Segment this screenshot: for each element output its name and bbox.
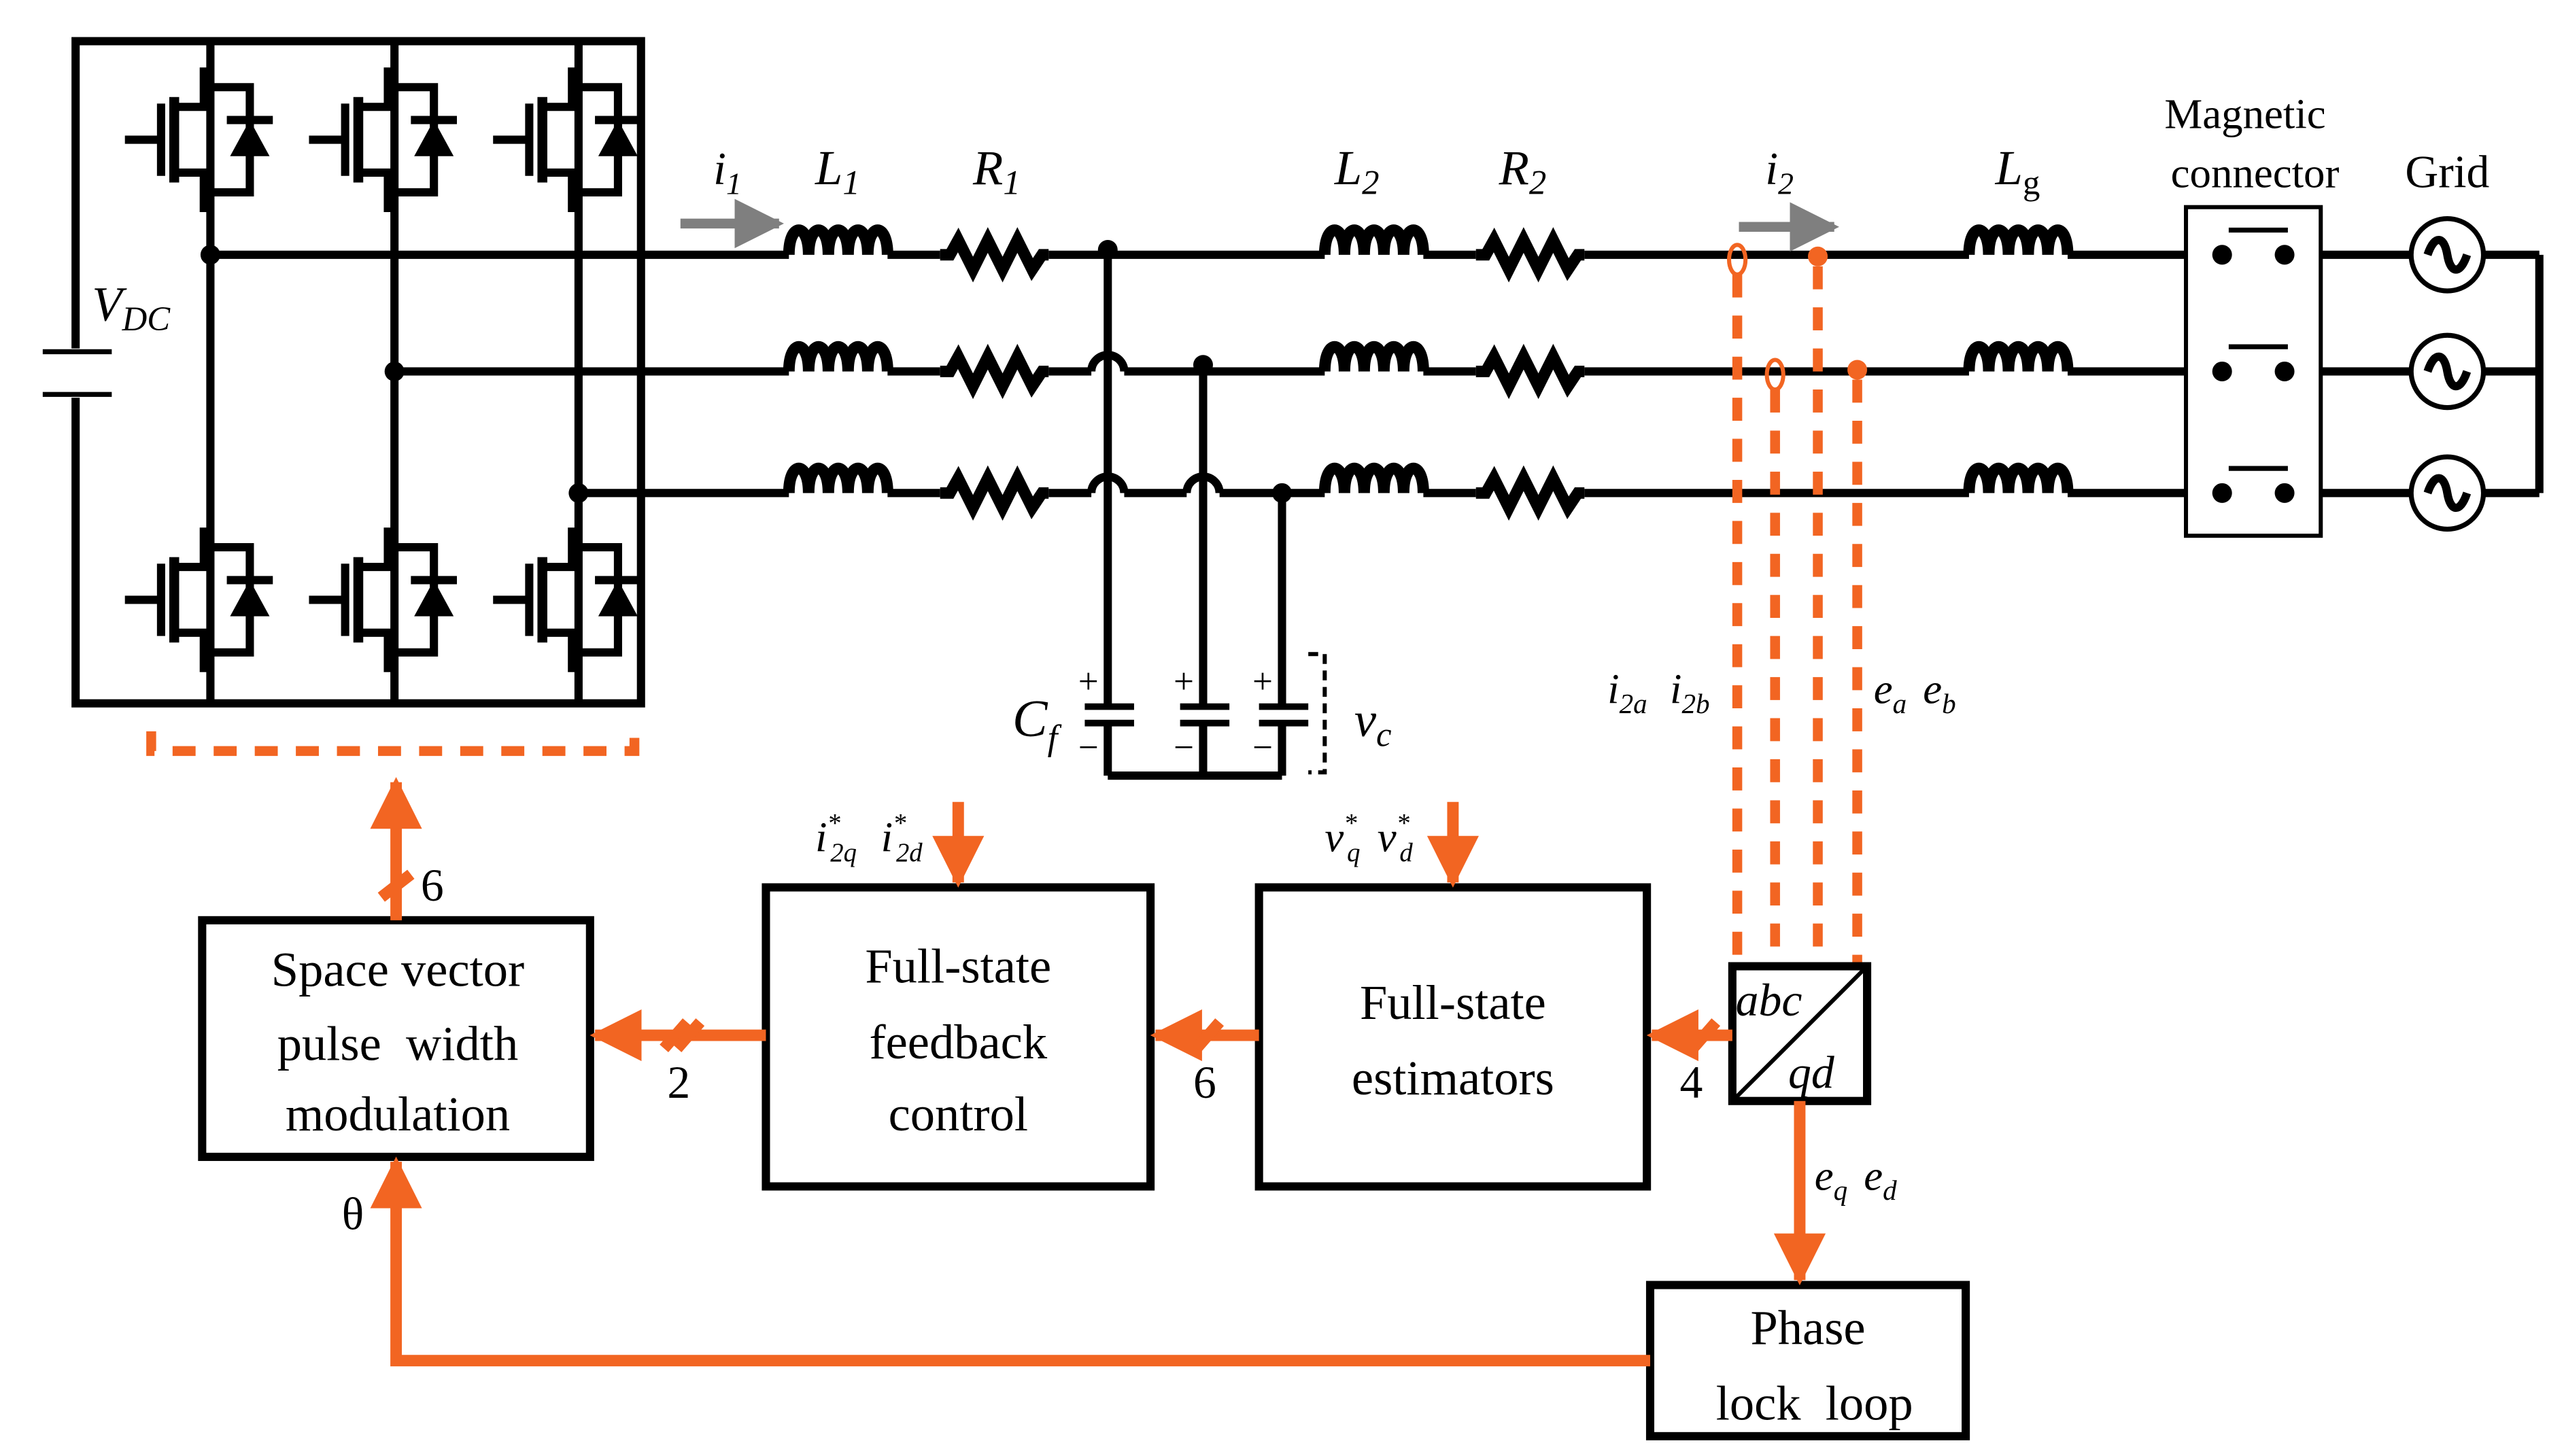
estimators-label-1: Full-state bbox=[1360, 975, 1546, 1030]
fsfc-bus-width: 6 bbox=[1193, 1057, 1216, 1108]
eq-label: eq bbox=[1815, 1151, 1847, 1206]
magnetic-connector bbox=[2183, 205, 2323, 538]
fsfc-label-3: control bbox=[889, 1086, 1028, 1141]
dc-link-capacitor bbox=[36, 348, 119, 398]
svpwm-label-3: modulation bbox=[286, 1086, 510, 1141]
i2q-ref-label: i*2q bbox=[815, 809, 857, 867]
gate-bus-width: 6 bbox=[421, 860, 444, 911]
cap-minus-2: − bbox=[1174, 727, 1194, 767]
magnetic-connector-label-2: connector bbox=[2171, 150, 2340, 197]
pll-label-2: lock loop bbox=[1716, 1376, 1913, 1431]
filter-capacitors bbox=[1084, 240, 1327, 780]
estimator-bus-width: 4 bbox=[1679, 1057, 1703, 1108]
transform-abc-label: abc bbox=[1736, 975, 1802, 1026]
pll-block bbox=[1645, 1281, 1970, 1440]
i2-label: i2 bbox=[1765, 143, 1794, 201]
magnetic-connector-label-1: Magnetic bbox=[2164, 90, 2325, 138]
svpwm-label-2: pulse width bbox=[277, 1016, 518, 1071]
fsfc-label-2: feedback bbox=[869, 1014, 1047, 1069]
ed-label: ed bbox=[1864, 1151, 1897, 1206]
leg-b-node bbox=[384, 361, 405, 381]
svpwm-label-1: Space vector bbox=[271, 942, 524, 997]
i2a-label: i2a bbox=[1607, 665, 1647, 720]
switch-upper-a bbox=[125, 67, 273, 212]
grid-source-b bbox=[2411, 335, 2483, 407]
eb-label: eb bbox=[1923, 665, 1955, 720]
pll-label-1: Phase bbox=[1750, 1300, 1865, 1355]
lg-label: Lg bbox=[1995, 140, 2040, 202]
estimators-block bbox=[1254, 883, 1652, 1191]
grid-label: Grid bbox=[2405, 147, 2489, 198]
cap-plus-2: + bbox=[1174, 661, 1194, 701]
svpwm-bus-width: 2 bbox=[667, 1057, 690, 1108]
signal-arrows bbox=[370, 777, 1826, 1367]
cf-label: Cf bbox=[1012, 689, 1062, 757]
vq-ref-label: v*q bbox=[1324, 809, 1360, 867]
leg-a-node bbox=[200, 245, 220, 265]
current-sensors bbox=[1726, 243, 1868, 967]
switch-lower-a bbox=[125, 527, 273, 672]
leg-c-node bbox=[568, 483, 589, 503]
estimators-label-2: estimators bbox=[1352, 1050, 1554, 1105]
theta-label: θ bbox=[342, 1188, 364, 1239]
cap-plus-3: + bbox=[1252, 661, 1273, 701]
ea-label: ea bbox=[1874, 665, 1907, 720]
switch-upper-b bbox=[309, 67, 457, 212]
i1-label: i1 bbox=[713, 143, 742, 201]
l1-label: L1 bbox=[815, 140, 860, 202]
cap-minus-1: − bbox=[1078, 727, 1099, 767]
fsfc-label-1: Full-state bbox=[865, 939, 1051, 994]
switch-lower-c bbox=[493, 527, 641, 672]
vdc-label: VDC bbox=[92, 277, 171, 339]
vc-label: vc bbox=[1354, 692, 1392, 754]
vd-ref-label: v*d bbox=[1378, 809, 1414, 867]
r1-label: R1 bbox=[972, 140, 1021, 202]
cap-plus-1: + bbox=[1078, 661, 1099, 701]
i2b-label: i2b bbox=[1670, 665, 1710, 720]
transform-qd-label: qd bbox=[1788, 1047, 1834, 1098]
cap-minus-3: − bbox=[1252, 727, 1273, 767]
r2-label: R2 bbox=[1499, 140, 1547, 202]
switch-lower-b bbox=[309, 527, 457, 672]
i2d-ref-label: i*2d bbox=[881, 809, 923, 867]
l2-label: L2 bbox=[1334, 140, 1380, 202]
switch-upper-c bbox=[493, 67, 641, 212]
grid-source-a bbox=[2411, 219, 2483, 291]
grid-source-c bbox=[2411, 457, 2483, 529]
gate-signal-bracket bbox=[146, 731, 640, 757]
